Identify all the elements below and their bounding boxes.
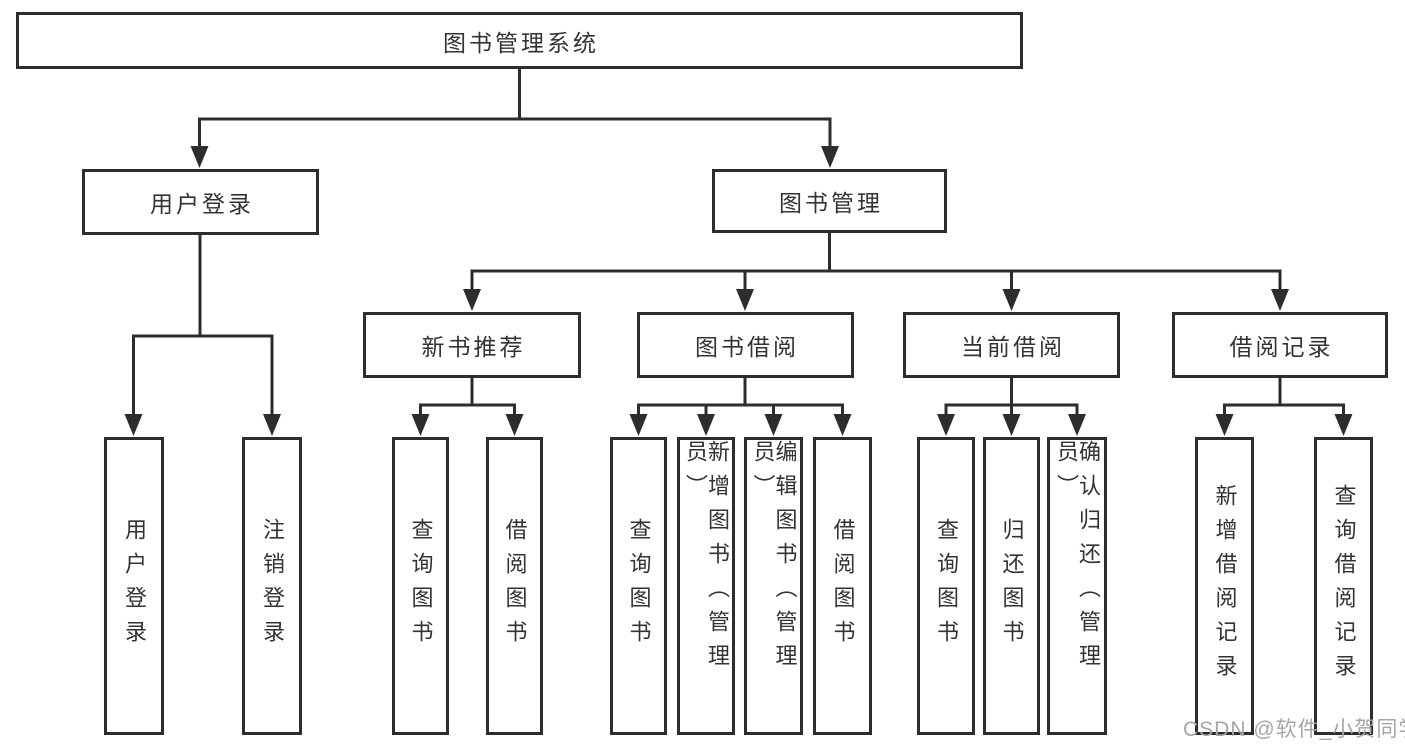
leaf-borrow-books-recommend: 借阅图书 — [486, 437, 543, 735]
leaf-query-books-borrow: 查询图书 — [610, 437, 667, 735]
leaf-query-books-recommend: 查询图书 — [392, 437, 449, 735]
arrowheads — [124, 146, 1353, 436]
node-new-book-recommend: 新书推荐 — [363, 312, 581, 378]
node-root: 图书管理系统 — [16, 12, 1023, 69]
node-book-borrow: 图书借阅 — [637, 312, 854, 378]
node-book-management: 图书管理 — [712, 169, 947, 233]
leaf-confirm-return-admin: 确认归还（管理员） — [1047, 437, 1107, 735]
node-current-borrow: 当前借阅 — [903, 312, 1120, 378]
csdn-watermark: CSDN @软件_小贺同学 — [1183, 718, 1405, 741]
node-user-login: 用户登录 — [82, 169, 319, 235]
leaf-query-borrow-record: 查询借阅记录 — [1314, 437, 1373, 735]
leaf-query-books-current: 查询图书 — [917, 437, 975, 735]
leaf-edit-book-admin: 编辑图书（管理员） — [744, 437, 803, 735]
node-borrow-records: 借阅记录 — [1172, 312, 1388, 378]
leaf-return-books: 归还图书 — [983, 437, 1040, 735]
leaf-logout: 注销登录 — [242, 437, 302, 735]
leaf-add-book-admin: 新增图书（管理员） — [677, 437, 735, 735]
leaf-add-borrow-record: 新增借阅记录 — [1195, 437, 1254, 735]
leaf-user-login: 用户登录 — [104, 437, 164, 735]
leaf-borrow-books-borrow: 借阅图书 — [813, 437, 872, 735]
